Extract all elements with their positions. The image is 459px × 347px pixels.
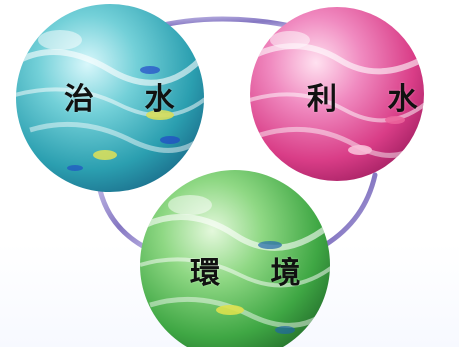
connector-left [100,190,150,250]
connector-top [150,19,300,28]
connector-right [325,175,375,245]
label-flood-control: 治 水 [64,74,194,118]
label-water-use: 利 水 [307,74,437,118]
label-environment: 環 境 [190,248,320,292]
